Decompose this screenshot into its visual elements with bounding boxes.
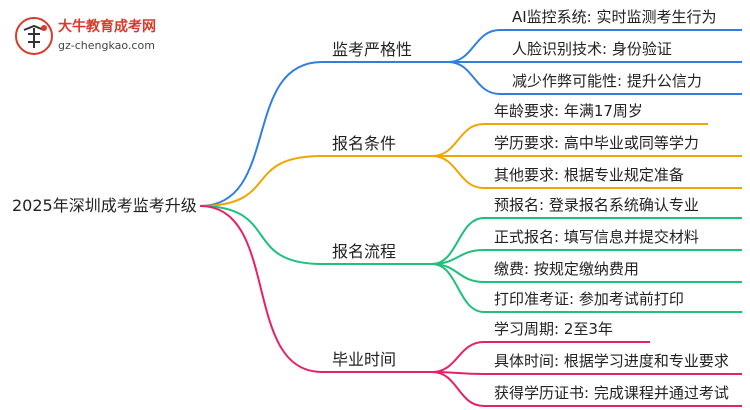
logo-url: gz-chengkao.com: [58, 39, 155, 52]
branch-registration-process: 报名流程: [332, 242, 397, 261]
leaf-age-requirement: 年龄要求: 年满17周岁: [494, 102, 643, 120]
leaf-education-requirement: 学历要求: 高中毕业或同等学力: [494, 134, 699, 152]
leaf-connector: [431, 217, 742, 265]
branch-graduation-time: 毕业时间: [332, 350, 397, 369]
branch-connector: [199, 205, 432, 265]
branch-connector: [199, 205, 432, 373]
leaf-other-requirement: 其他要求: 根据专业规定准备: [494, 166, 684, 184]
leaf-connector: [431, 249, 742, 265]
leaf-connector: [431, 371, 742, 375]
leaf-reduce-cheating: 减少作弊可能性: 提升公信力: [512, 72, 702, 90]
leaf-connector: [447, 61, 742, 95]
leaf-specific-time: 具体时间: 根据学习进度和专业要求: [494, 352, 729, 370]
branch-monitoring-strictness: 监考严格性: [332, 40, 413, 59]
logo-badge-icon: [15, 17, 53, 55]
leaf-formal-registration: 正式报名: 填写信息并提交材料: [494, 228, 699, 246]
site-logo: 大牛教育成考网 gz-chengkao.com: [14, 16, 214, 56]
root-node: 2025年深圳成考监考升级: [12, 196, 197, 215]
leaf-connector: [431, 371, 742, 407]
leaf-certificate: 获得学历证书: 完成课程并通过考试: [494, 384, 729, 402]
leaf-connector: [431, 263, 742, 313]
leaf-connector: [431, 155, 742, 189]
leaf-payment: 缴费: 按规定缴纳费用: [494, 260, 639, 278]
leaf-pre-registration: 预报名: 登录报名系统确认专业: [494, 196, 699, 214]
branch-connector: [199, 155, 432, 207]
leaf-connector: [431, 341, 650, 373]
logo-title: 大牛教育成考网: [58, 19, 156, 35]
leaf-connector: [447, 29, 742, 63]
leaf-ai-monitoring: AI监控系统: 实时监测考生行为: [512, 8, 717, 26]
branch-connector: [199, 61, 448, 207]
branch-registration-requirements: 报名条件: [332, 134, 397, 153]
leaf-print-admission: 打印准考证: 参加考试前打印: [494, 290, 684, 308]
leaf-connector: [431, 123, 708, 157]
leaf-face-recognition: 人脸识别技术: 身份验证: [512, 40, 672, 58]
leaf-study-period: 学习周期: 2至3年: [494, 320, 613, 338]
